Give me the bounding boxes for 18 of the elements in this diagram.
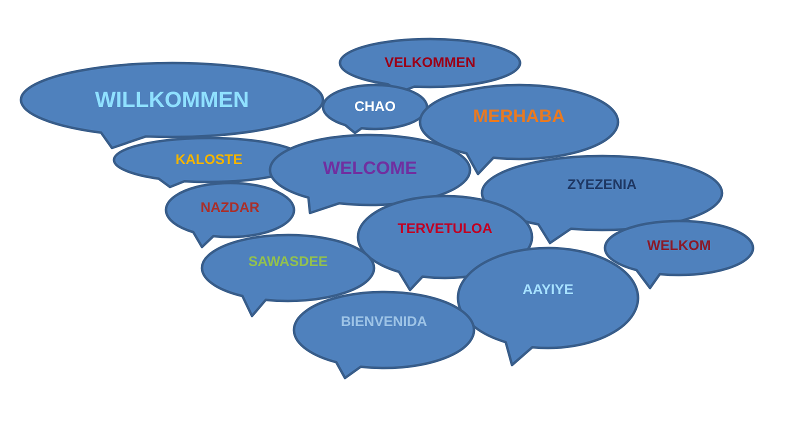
bubble-text: NAZDAR (200, 199, 260, 217)
bubble-text: MERHABA (473, 104, 565, 128)
bubble-text: SAWASDEE (248, 253, 328, 271)
speech-bubble (163, 180, 297, 250)
bubble-text: KALOSTE (176, 151, 242, 169)
speech-bubble (455, 245, 641, 368)
bubble-text: WILLKOMMEN (95, 86, 249, 114)
bubble-text: WELKOM (647, 237, 711, 255)
bubble-text: CHAO (354, 98, 396, 116)
speech-bubble (320, 82, 430, 136)
bubble-text: ZYEZENIA (567, 176, 637, 194)
bubble-text: VELKOMMEN (384, 54, 476, 72)
speech-bubble (291, 289, 477, 381)
bubble-text: BIENVENIDA (340, 313, 428, 331)
bubble-text: WELCOME (323, 156, 417, 180)
bubble-text: AAYIYE (522, 281, 574, 299)
speech-bubble (602, 218, 756, 291)
bubble-text: TERVETULOA (398, 220, 492, 238)
